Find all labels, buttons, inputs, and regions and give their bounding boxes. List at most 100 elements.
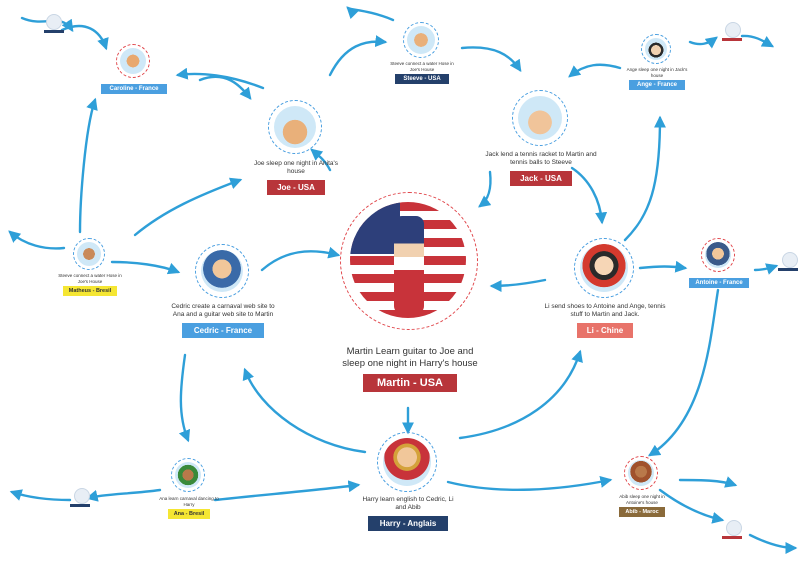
arrow [346, 6, 395, 22]
arrow [85, 488, 162, 502]
node-caption: Ange sleep one night in Jack's house [626, 67, 688, 78]
arrow [458, 349, 583, 440]
arrow [198, 75, 252, 100]
node-ana[interactable]: Ana learn carnaval dancing to Harry Ana … [154, 458, 224, 520]
arrow [740, 34, 775, 48]
small-node-label [70, 504, 90, 507]
arrow [623, 115, 666, 242]
node-label: Joe - USA [267, 180, 325, 196]
small-node-icon [726, 520, 742, 536]
small-node-label [722, 536, 742, 539]
ana-avatar [175, 462, 201, 488]
uncle-sam-figure-icon [394, 216, 424, 314]
node-cedric[interactable]: Cedric create a carnaval web site to Ana… [164, 244, 282, 339]
arrow [478, 170, 492, 208]
avatar-ring [171, 458, 205, 492]
arrow [175, 67, 265, 90]
node-label: Caroline - France [101, 84, 167, 94]
node-li[interactable]: Li send shoes to Antoine and Ange, tenni… [540, 238, 670, 339]
caroline-avatar [120, 48, 146, 74]
arrow [8, 230, 66, 250]
avatar-ring [73, 238, 105, 270]
avatar-ring [624, 456, 658, 490]
arrow [460, 46, 522, 72]
node-label: Cedric - France [181, 323, 265, 339]
harry-avatar [383, 438, 431, 486]
node-caption: Harry learn english to Cedric, Li and Ab… [362, 496, 454, 512]
small-node-label [44, 30, 64, 33]
small-node-icon [782, 252, 798, 268]
avatar-ring [512, 90, 568, 146]
arrow [688, 36, 718, 49]
arrow [570, 166, 608, 225]
node-joe[interactable]: Joe sleep one night in Anita's house Joe… [246, 100, 346, 196]
node-caroline[interactable]: Caroline - France [98, 44, 170, 94]
node-label: Li - Chine [576, 323, 634, 339]
li-avatar [580, 244, 628, 292]
small-node-icon [725, 22, 741, 38]
arrow [242, 367, 367, 454]
node-harry[interactable]: Harry learn english to Cedric, Li and Ab… [356, 432, 460, 532]
avatar-ring [641, 34, 671, 64]
node-abib[interactable]: Abib sleep one night in Antoine's house … [608, 456, 676, 518]
arrow [753, 263, 779, 275]
small-node-icon [74, 488, 90, 504]
arrow [310, 148, 332, 172]
arrow [489, 278, 547, 292]
arrow [260, 246, 341, 272]
node-caption: Joe sleep one night in Anita's house [254, 160, 338, 176]
arrow [658, 488, 725, 524]
node-label: Jack - USA [510, 171, 572, 187]
arrow [133, 177, 243, 237]
node-label: Ana - Bresil [167, 509, 211, 520]
node-label: Ange - France [628, 80, 685, 91]
avatar-ring [701, 238, 735, 272]
arrow [9, 489, 72, 502]
node-ange[interactable]: Ange sleep one night in Jack's house Ang… [622, 34, 692, 91]
node-caption: Ana learn carnaval dancing to Harry [159, 496, 219, 507]
jack-avatar [518, 96, 562, 140]
node-label: Matheus - Bresil [62, 286, 118, 297]
steeve-avatar [407, 26, 435, 54]
node-caption: Li send shoes to Antoine and Ange, tenni… [544, 303, 666, 319]
node-antoine[interactable]: Antoine - France [686, 238, 752, 288]
node-martin[interactable]: Martin Learn guitar to Joe and sleep one… [320, 192, 500, 392]
arrow [678, 476, 738, 488]
antoine-avatar [705, 242, 731, 268]
avatar-ring [403, 22, 439, 58]
ange-avatar [645, 38, 667, 60]
cedric-avatar [201, 250, 243, 292]
node-caption: Steeve connect a water Hose in Joe's Hou… [58, 273, 122, 284]
arrow [647, 288, 720, 457]
arrow [78, 97, 98, 234]
node-caption: Cedric create a carnaval web site to Ana… [171, 303, 275, 319]
arrow [60, 24, 109, 51]
matheus-avatar [77, 242, 101, 266]
node-jack[interactable]: Jack lend a tennis racket to Martin and … [478, 90, 604, 187]
node-caption: Jack lend a tennis racket to Martin and … [485, 151, 597, 167]
abib-avatar [628, 460, 654, 486]
avatar-ring [574, 238, 634, 298]
node-label: Steeve - USA [395, 74, 449, 85]
avatar-ring [377, 432, 437, 492]
node-steeve[interactable]: Steeve connect a water Hose in Joe's Hou… [380, 22, 464, 85]
arrow [638, 260, 688, 273]
joe-avatar [274, 106, 316, 148]
small-node-icon [46, 14, 62, 30]
arrow [748, 533, 798, 554]
small-node-label [722, 38, 742, 41]
node-caption: Abib sleep one night in Antoine's house [619, 494, 665, 505]
uncle-sam-flag-avatar [350, 202, 466, 318]
arrow [213, 480, 361, 502]
arrow [328, 35, 388, 77]
arrow [178, 353, 191, 443]
node-label: Antoine - France [689, 278, 749, 288]
node-caption: Steeve connect a water Hose in Joe's Hou… [390, 61, 454, 72]
avatar-ring [195, 244, 249, 298]
flag-stars-icon [350, 202, 400, 254]
node-label: Harry - Anglais [367, 516, 449, 532]
node-matheus[interactable]: Steeve connect a water Hose in Joe's Hou… [56, 238, 124, 297]
arrow [568, 63, 622, 78]
arrow [110, 260, 181, 275]
